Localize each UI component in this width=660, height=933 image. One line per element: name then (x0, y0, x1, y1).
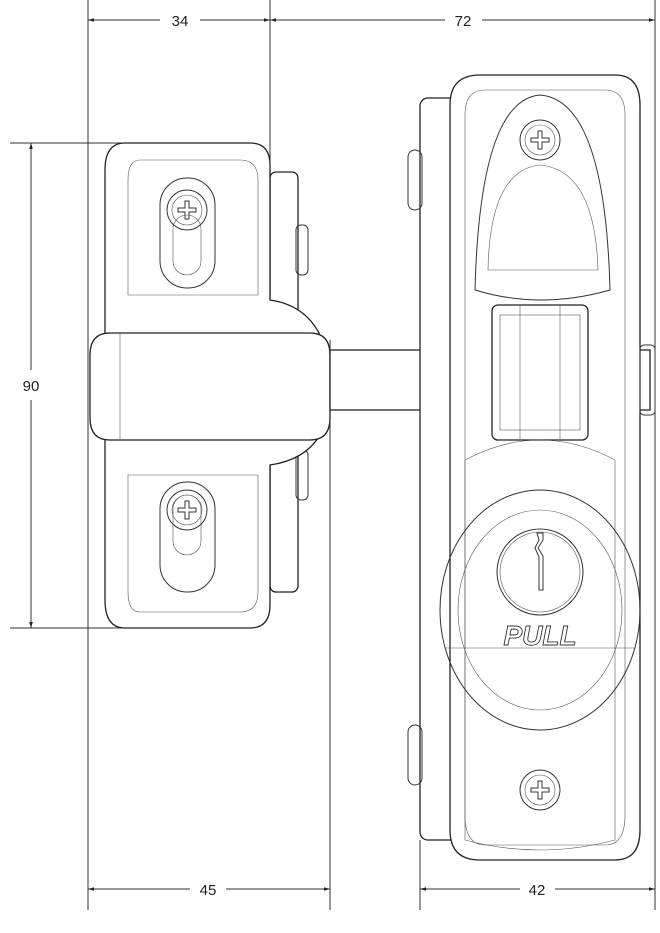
pull-label: PULL (503, 620, 576, 651)
dimension-label: 72 (455, 13, 472, 30)
dimension-label: 42 (529, 882, 546, 899)
dimension-label: 45 (200, 882, 217, 899)
dimension-top-left: 34 (88, 13, 270, 30)
dimension-left-height: 90 (23, 143, 40, 628)
dimension-bottom-left: 45 (88, 882, 330, 899)
dimension-label: 34 (172, 13, 189, 30)
keyhole-icon (534, 532, 544, 591)
keyhole-cylinder (496, 528, 584, 616)
extension-lines (10, 0, 656, 910)
keeper-part (89, 142, 331, 629)
dimension-label: 90 (23, 378, 40, 395)
dimension-top-right: 72 (270, 13, 655, 30)
dimension-bottom-right: 42 (420, 882, 655, 899)
latch-body: PULL (407, 74, 656, 861)
